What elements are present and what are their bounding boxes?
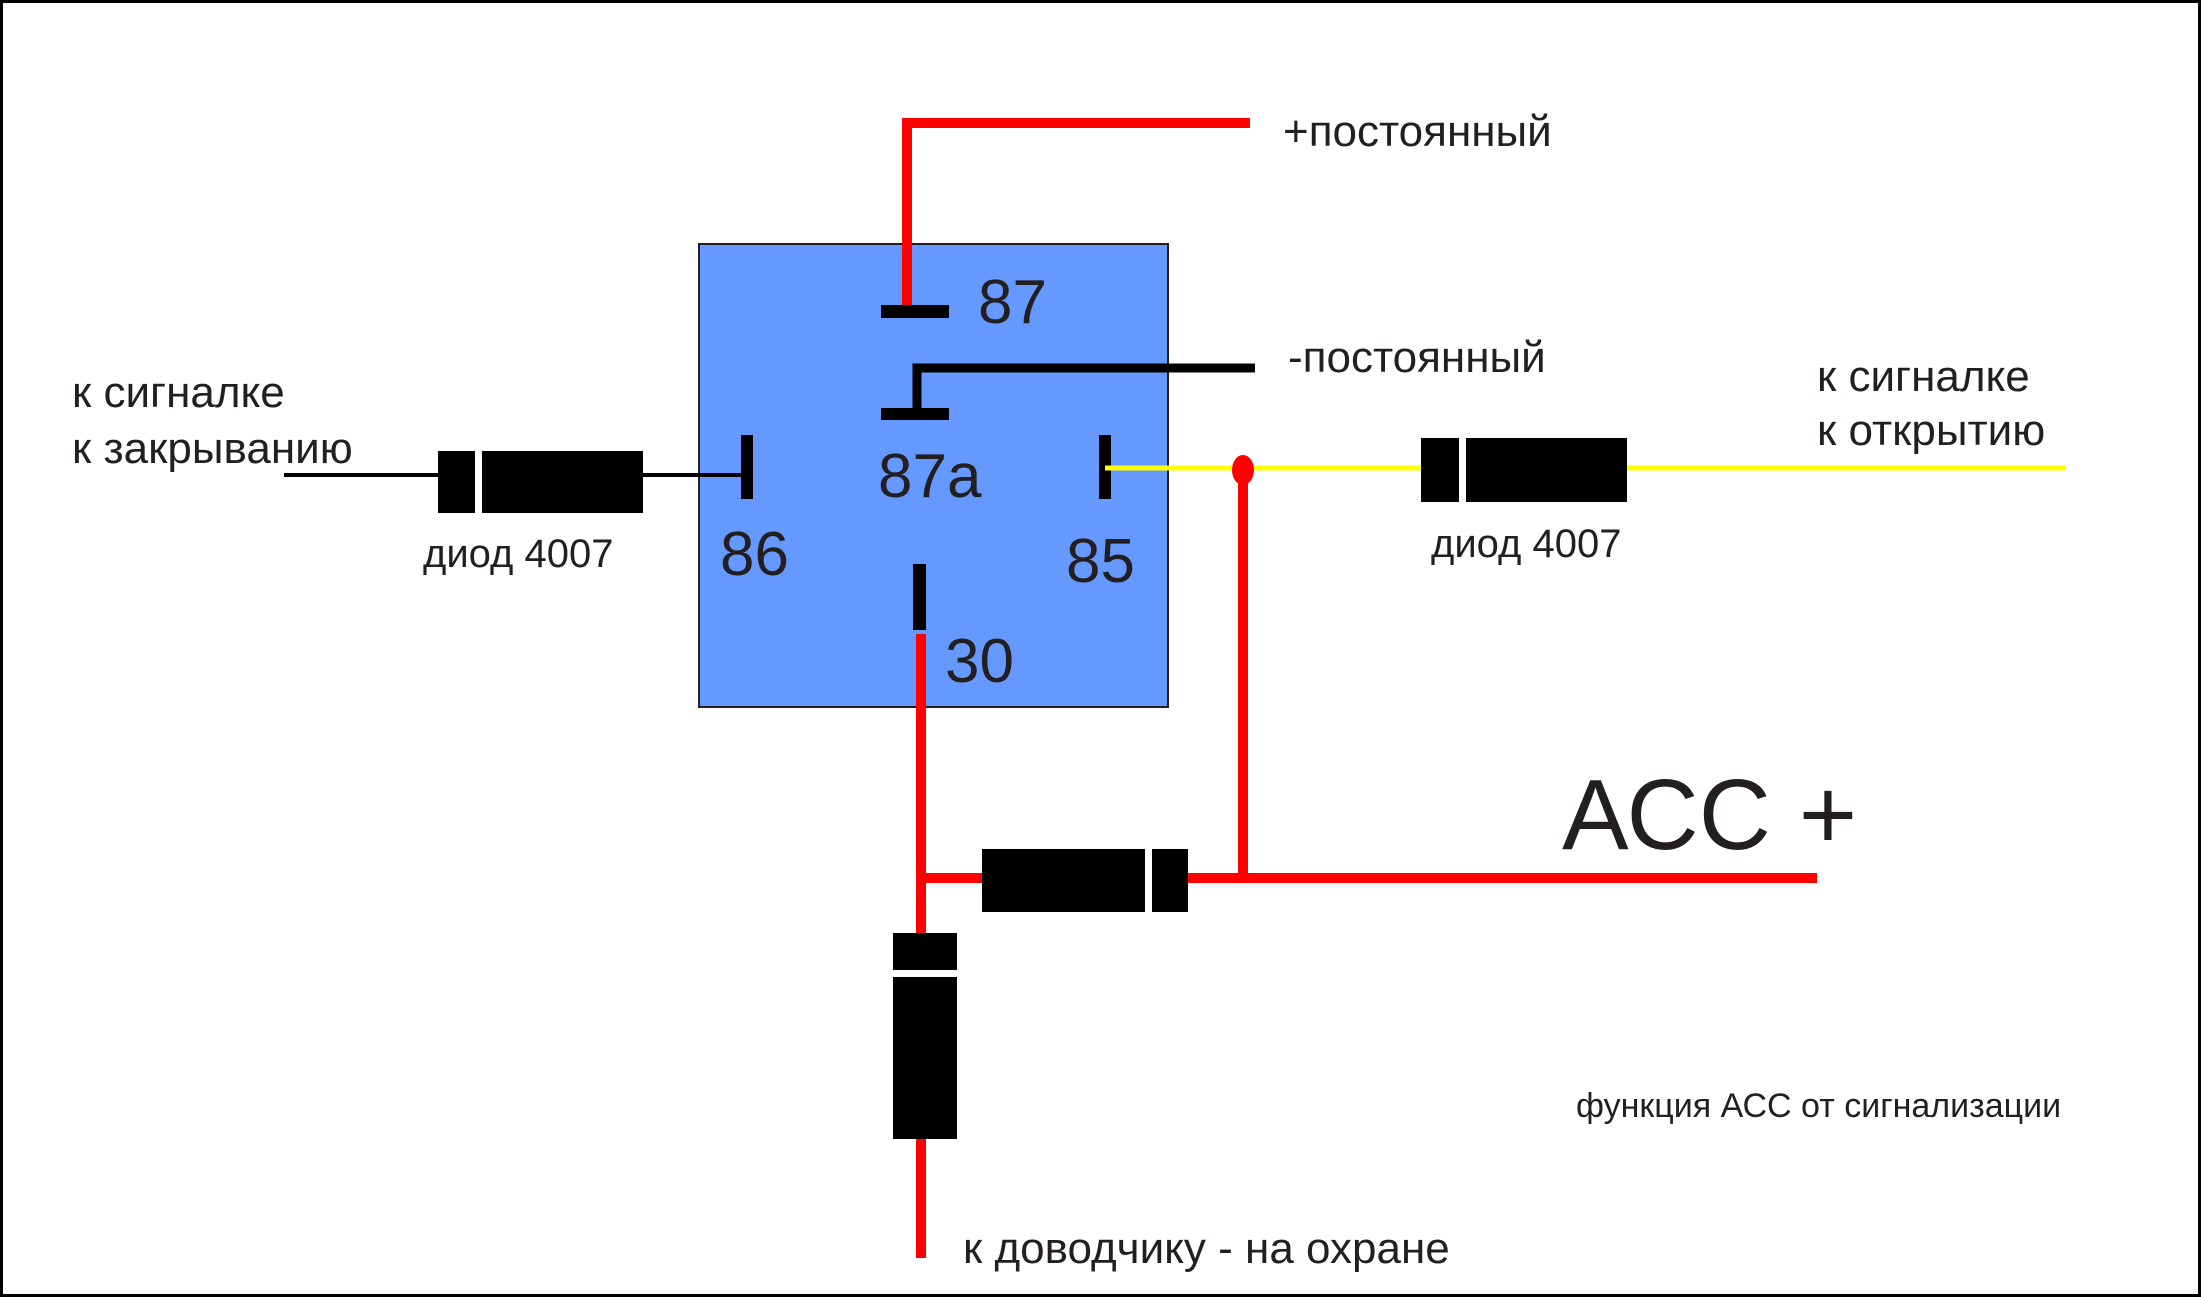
diode-right-label: диод 4007	[1431, 522, 1622, 566]
closer-label: к доводчику - на охране	[963, 1224, 1450, 1273]
pin-86-contact	[741, 435, 753, 499]
diode-left-label: диод 4007	[423, 532, 614, 576]
diagram-caption: функция АСС от сигнализации	[1576, 1087, 2061, 1125]
close-signal-label-line2: к закрыванию	[72, 424, 353, 473]
pin-30-label: 30	[945, 627, 1014, 696]
close-signal-label-line1: к сигналке	[72, 368, 285, 417]
plus-constant-wire	[902, 118, 1250, 311]
relay-body	[698, 243, 1169, 708]
diode-right	[1421, 438, 1627, 502]
diode-closer	[893, 933, 957, 1139]
pin-87a-label: 87a	[878, 442, 982, 511]
open-signal-label-line2: к открытию	[1817, 406, 2045, 455]
pin-87a-contact	[881, 408, 949, 420]
pin-87-label: 87	[978, 268, 1047, 337]
pin-87-contact	[881, 305, 949, 318]
minus-constant-wire	[912, 363, 1255, 414]
open-signal-label-line1: к сигналке	[1817, 352, 2030, 401]
acc-plus-label: АСС +	[1562, 759, 1857, 871]
minus-constant-label: -постоянный	[1288, 333, 1546, 382]
junction-dot	[1232, 455, 1254, 485]
diode-acc	[982, 849, 1188, 912]
pin-85-label: 85	[1066, 527, 1135, 596]
diode-left	[438, 451, 643, 513]
pin-30-contact	[913, 564, 926, 630]
plus-constant-label: +постоянный	[1283, 107, 1552, 156]
pin-86-label: 86	[720, 520, 789, 589]
